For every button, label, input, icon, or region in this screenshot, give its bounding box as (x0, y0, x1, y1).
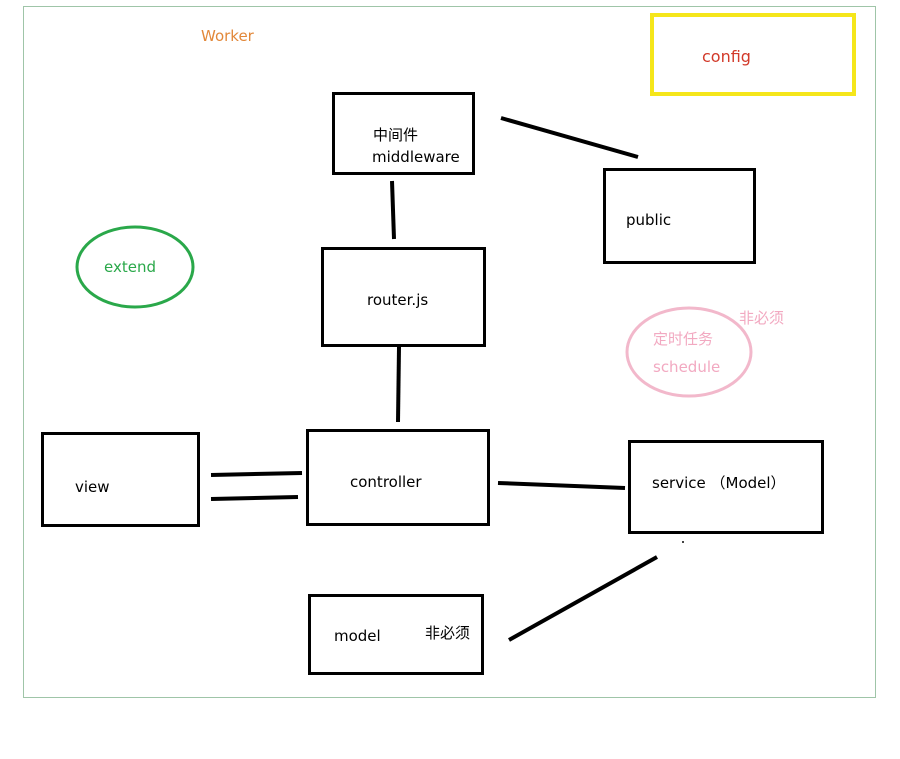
public-box[interactable] (603, 168, 756, 264)
view-box[interactable] (41, 432, 200, 527)
worker-label: Worker (201, 27, 254, 45)
schedule-label-cn: 定时任务 (653, 330, 714, 348)
router-label: router.js (367, 291, 429, 309)
service-box[interactable] (628, 440, 824, 534)
model-label: model (334, 627, 381, 645)
schedule-label-en: schedule (653, 358, 721, 376)
model-note: 非必须 (425, 624, 471, 642)
service-label: service （Model） (652, 474, 786, 492)
middleware-label-cn: 中间件 (373, 126, 419, 144)
schedule-note: 非必须 (739, 309, 785, 327)
middleware-box[interactable] (332, 92, 475, 175)
controller-label: controller (350, 473, 422, 491)
worker-frame (23, 6, 876, 698)
middleware-label-en: middleware (372, 148, 460, 166)
view-label: view (75, 478, 110, 496)
router-box[interactable] (321, 247, 486, 347)
config-label: config (702, 47, 751, 66)
config-box[interactable] (650, 13, 856, 96)
stray-dot (682, 541, 684, 543)
model-box[interactable] (308, 594, 484, 675)
controller-box[interactable] (306, 429, 490, 526)
extend-label: extend (104, 258, 156, 276)
public-label: public (626, 211, 672, 229)
